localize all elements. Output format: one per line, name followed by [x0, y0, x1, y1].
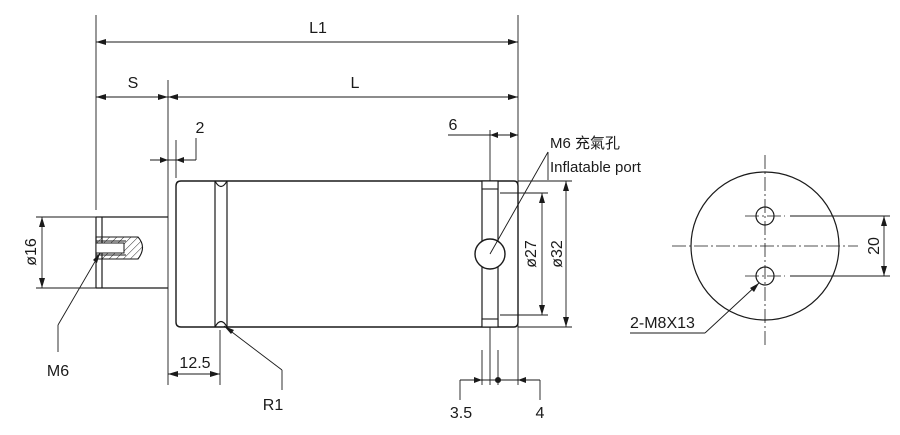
- threaded-hole: [95, 242, 125, 254]
- callout-holes: 2-M8X13: [630, 315, 695, 332]
- arrowhead: [224, 326, 234, 334]
- groove-left-top: [214, 180, 228, 188]
- dim-label-2: 2: [196, 120, 205, 137]
- cylinder-body: [175, 180, 519, 328]
- dim-label-4: 4: [536, 405, 545, 422]
- arrowhead: [96, 39, 106, 45]
- dim-label-dia16: ø16: [23, 238, 40, 266]
- callout-m6: M6: [47, 363, 69, 380]
- leader-holes: [704, 282, 760, 334]
- arrowhead: [510, 132, 518, 138]
- arrowhead: [176, 157, 184, 163]
- dim-label-s: S: [128, 75, 139, 92]
- groove-right-bottom-notch: [481, 318, 499, 328]
- arrowhead: [158, 94, 168, 100]
- arrowhead: [168, 94, 178, 100]
- callout-r1: R1: [263, 397, 284, 414]
- arrowhead: [39, 278, 45, 288]
- dim-label-12-5: 12.5: [179, 355, 210, 372]
- callout-port-cn: M6 充氣孔: [550, 135, 620, 152]
- arrowhead: [96, 94, 106, 100]
- arrowhead: [539, 193, 545, 203]
- arrowhead: [474, 377, 482, 383]
- callout-port-en: Inflatable port: [550, 159, 642, 176]
- dim-dot: [495, 377, 501, 383]
- dim-label-3-5: 3.5: [450, 405, 472, 422]
- end-view-outline: [690, 171, 840, 321]
- leader-m6: [57, 252, 101, 326]
- arrowhead: [508, 94, 518, 100]
- leader-r1: [223, 325, 283, 371]
- arrowhead: [508, 39, 518, 45]
- dim-label-l: L: [351, 75, 360, 92]
- arrowhead: [490, 132, 498, 138]
- dim-label-6: 6: [449, 117, 458, 134]
- dim-label-dia32: ø32: [549, 240, 566, 268]
- arrowhead: [563, 317, 569, 327]
- arrowhead: [93, 253, 100, 263]
- arrowhead: [539, 305, 545, 315]
- arrowhead: [750, 283, 759, 292]
- dim-label-dia27: ø27: [523, 240, 540, 268]
- arrowhead: [210, 371, 220, 377]
- leader-port: [489, 151, 549, 255]
- arrowhead: [168, 371, 178, 377]
- groove-left-bottom: [214, 320, 228, 328]
- arrowhead: [518, 377, 526, 383]
- arrowhead: [881, 216, 887, 226]
- arrowhead: [563, 181, 569, 191]
- arrowhead: [39, 217, 45, 227]
- dim-label-l1: L1: [309, 20, 327, 37]
- arrowhead: [881, 266, 887, 276]
- dim-label-20: 20: [866, 237, 883, 255]
- groove-right-top-notch: [481, 180, 499, 190]
- arrowhead: [160, 157, 168, 163]
